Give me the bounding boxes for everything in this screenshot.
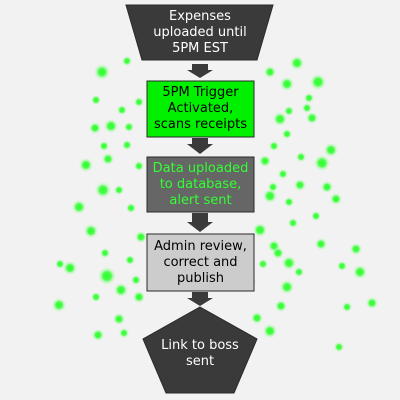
step-4-box [146,233,255,292]
glow-dot [102,153,114,165]
step-1-label: Expenses uploaded until 5PM EST [153,9,247,56]
glow-dot [296,152,306,162]
step-5-pentagon [142,306,258,394]
arrow-1-to-2 [187,64,213,78]
glow-dot [353,265,367,279]
glow-dot [280,77,294,91]
step-2-box [146,80,255,138]
glow-dot [126,203,136,213]
glow-dot [302,103,312,113]
glow-dot [259,155,271,167]
glow-dot [273,112,287,126]
glow-dot [264,66,276,78]
glow-dot [52,298,66,312]
glow-dot [98,267,116,285]
glow-dot [55,259,65,269]
glow-dot [282,129,292,139]
step-2-label: 5PM Trigger Activated, scans receipts [154,85,247,132]
glow-dot [263,324,277,338]
glow-dot [63,261,77,275]
glow-dot [104,119,118,133]
glow-dot [91,95,101,105]
glow-dots-decoration [52,56,378,352]
arrow-3-to-4 [187,213,213,232]
glow-dot [350,243,362,255]
glow-dot [122,140,132,150]
glow-dot [134,161,144,171]
glow-dot [275,300,287,312]
glow-dot [330,193,342,205]
glow-dot [282,256,296,270]
glow-dot [84,224,98,238]
glow-dot [294,267,304,277]
glow-dot [91,292,101,302]
glow-dot [366,297,378,309]
glow-dot [124,122,134,132]
glow-dot [113,313,125,325]
glow-dot [288,218,298,228]
glow-dot [79,158,93,172]
glow-dot [131,275,141,285]
glow-dot [100,248,110,258]
step-4-label: Admin review, correct and publish [154,238,247,286]
glow-dot [253,223,267,237]
glow-dot [122,56,132,66]
glow-dot [284,106,294,116]
glow-dot [284,197,294,207]
glow-dot [321,181,333,193]
glow-dot [99,141,109,151]
arrow-2-to-3 [187,138,213,154]
step-1-trapezoid [125,4,274,61]
glow-dot [272,247,284,259]
glow-dot [315,238,327,250]
glow-dot [337,261,347,271]
glow-dot [133,291,145,303]
glow-dot [314,155,330,171]
glow-dot [280,280,294,294]
glow-dot [311,211,321,221]
glow-dot [72,200,86,214]
glow-dot [334,342,344,352]
glow-dot [310,74,326,90]
arrow-4-to-5 [187,292,213,306]
glow-dot [119,328,129,338]
glow-dot [304,93,314,103]
step-3-label: Data uploaded to database, alert sent [152,160,249,208]
glow-dot [89,122,101,134]
glow-dot [134,97,144,107]
glow-dot [94,64,110,80]
glow-dot [324,143,338,157]
glow-dot [263,189,277,203]
step-3-box [146,156,255,213]
glow-dot [114,283,128,297]
glow-dot [135,231,147,243]
glow-dot [258,259,268,269]
glow-dot [278,169,288,179]
glow-dot [306,112,318,124]
glow-dot [294,179,306,191]
glow-dot [117,105,127,115]
glow-dot [95,182,111,198]
glow-dot [92,329,104,341]
glow-dot [251,312,263,324]
glow-dot [269,141,279,151]
glow-dot [114,185,124,195]
glow-dot [125,255,135,265]
glow-dot [342,302,352,312]
glow-dot [290,56,304,70]
step-5-label: Link to boss sent [161,338,239,369]
glow-dot [268,182,278,192]
